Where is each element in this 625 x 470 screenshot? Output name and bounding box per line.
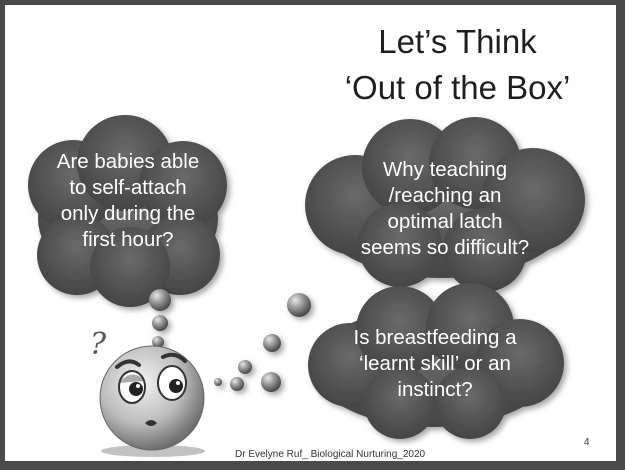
page-number: 4 [584,437,590,448]
footer-text: Dr Evelyne Ruf_ Biological Nurturing_202… [235,449,426,460]
title-line-2: ‘Out of the Box’ [344,69,571,106]
slide-title: Let’s Think ‘Out of the Box’ [305,19,610,111]
bubble-3-text: Is breastfeeding a ‘learnt skill’ or an … [335,325,535,403]
slide: Let’s Think ‘Out of the Box’ Are babies … [5,5,616,461]
thought-bubble-dots [149,289,311,392]
title-line-1: Let’s Think [378,23,537,60]
bubble-1-text: Are babies able to self-attach only duri… [53,149,203,253]
bubble-2-line: /reaching an [388,184,502,207]
bubble-1-line: first hour? [82,228,174,251]
bubble-1-line: to self-attach [69,176,187,199]
bubble-3-line: Is breastfeeding a [353,326,517,349]
thought-cloud-1 [28,115,227,307]
bubble-2-line: Why teaching [382,158,508,181]
bubble-1-line: Are babies able [56,150,200,173]
bubble-3-line: ‘learnt skill’ or an [359,352,511,375]
thinking-face-icon [99,345,205,457]
bubble-3-line: instinct? [397,378,473,401]
bubble-1-line: only during the [60,202,196,225]
bubble-2-line: seems so difficult? [360,236,530,259]
question-mark-icon: ? [90,327,107,362]
bubble-2-line: optimal latch [387,210,503,233]
thought-cloud-3 [308,283,564,439]
thought-cloud-2 [305,117,585,292]
slide-artwork [28,115,585,457]
bubble-2-text: Why teaching /reaching an optimal latch … [340,157,550,261]
